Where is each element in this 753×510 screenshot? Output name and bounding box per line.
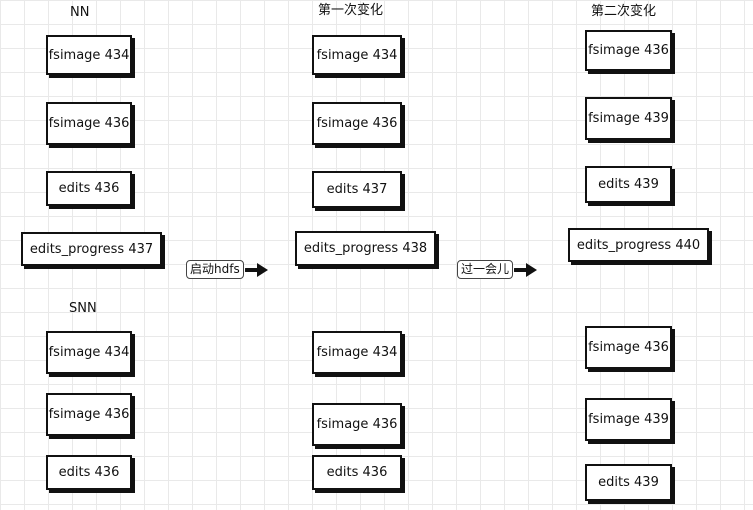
snn-first-edits-436: edits 436: [312, 455, 402, 490]
snn-second-fsimage-436: fsimage 436: [585, 326, 672, 369]
nn-second-fsimage-439: fsimage 439: [585, 97, 672, 140]
after-while-label: 过一会儿: [457, 260, 514, 279]
nn-first-fsimage-436: fsimage 436: [312, 102, 402, 145]
nn-first-fsimage-434: fsimage 434: [312, 35, 402, 75]
second-change-heading: 第二次变化: [591, 4, 657, 19]
nn-second-fsimage-436: fsimage 436: [585, 30, 672, 71]
nn-initial-edits-progress-437: edits_progress 437: [21, 232, 162, 266]
snn-first-fsimage-436: fsimage 436: [312, 403, 402, 446]
snn-initial-edits-436: edits 436: [46, 455, 132, 490]
snn-second-edits-439: edits 439: [585, 464, 672, 501]
snn-second-fsimage-439: fsimage 439: [585, 398, 672, 441]
nn-heading: NN: [70, 5, 90, 20]
nn-initial-edits-436: edits 436: [46, 171, 132, 206]
nn-first-edits-progress-438: edits_progress 438: [295, 231, 436, 266]
after-while-arrow: 过一会儿: [457, 260, 538, 279]
nn-second-edits-progress-440: edits_progress 440: [568, 228, 709, 262]
right-arrow-icon: [244, 262, 268, 277]
nn-first-edits-437: edits 437: [312, 171, 402, 208]
nn-initial-fsimage-436: fsimage 436: [46, 102, 132, 145]
nn-second-edits-439: edits 439: [585, 166, 672, 203]
start-hdfs-label: 启动hdfs: [186, 260, 244, 279]
right-arrow-icon: [514, 262, 538, 277]
start-hdfs-arrow: 启动hdfs: [186, 260, 269, 279]
snn-first-fsimage-434: fsimage 434: [312, 331, 402, 374]
first-change-heading: 第一次变化: [318, 3, 384, 18]
snn-initial-fsimage-436: fsimage 436: [46, 393, 132, 436]
nn-initial-fsimage-434: fsimage 434: [46, 35, 132, 75]
snn-heading: SNN: [69, 301, 97, 316]
snn-initial-fsimage-434: fsimage 434: [46, 331, 132, 374]
